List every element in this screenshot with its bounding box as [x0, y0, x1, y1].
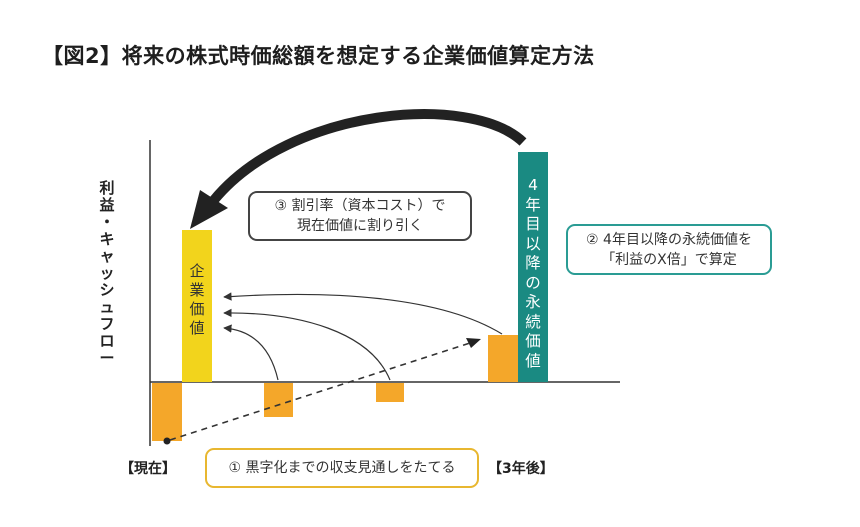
bar-year3-profit — [488, 335, 518, 382]
discount-callout-line1: ③ 割引率（資本コスト）で — [274, 198, 446, 214]
trend-arrowhead — [466, 338, 481, 348]
discount-callout: ③ 割引率（資本コスト）で 現在価値に割り引く — [248, 191, 472, 241]
y-axis-label: 利益・キャッシュフロー — [95, 180, 119, 367]
big-discount-arrowhead — [190, 190, 228, 229]
start-dot — [163, 437, 171, 445]
bar-perpetual-value — [518, 152, 548, 382]
axis-tag-now: 【現在】 — [120, 461, 176, 477]
bar-year1-loss — [264, 383, 293, 417]
bar-year2-loss — [376, 383, 404, 402]
bar-year0-loss — [152, 383, 182, 441]
page-title: 【図2】将来の株式時価総額を想定する企業価値算定方法 — [42, 44, 595, 68]
discount-arc-year1 — [223, 324, 279, 381]
perpetual-callout-line2: 「利益のX倍」で算定 — [601, 251, 737, 268]
bar-enterprise-value — [182, 230, 212, 382]
forecast-trend-line — [169, 342, 471, 441]
big-discount-arrow — [210, 109, 527, 204]
enterprise-value-label-text: 企業価値 — [189, 262, 205, 337]
perpetual-callout: ② 4年目以降の永続価値を 「利益のX倍」で算定 — [566, 224, 772, 275]
perpetual-callout-line1: ② 4年目以降の永続価値を — [586, 231, 752, 248]
axis-tag-year3: 【3年後】 — [488, 461, 554, 477]
discount-arc-year3 — [223, 292, 503, 335]
discount-callout-line2: 現在価値に割り引く — [296, 218, 423, 234]
enterprise-value-label: 企業価値 — [185, 262, 209, 338]
y-axis-label-text: 利益・キャッシュフロー — [99, 179, 115, 367]
discount-arc-year2 — [223, 308, 391, 381]
forecast-callout: ① 黒字化までの収支見通しをたてる — [205, 448, 479, 488]
forecast-callout-text: ① 黒字化までの収支見通しをたてる — [228, 460, 456, 476]
